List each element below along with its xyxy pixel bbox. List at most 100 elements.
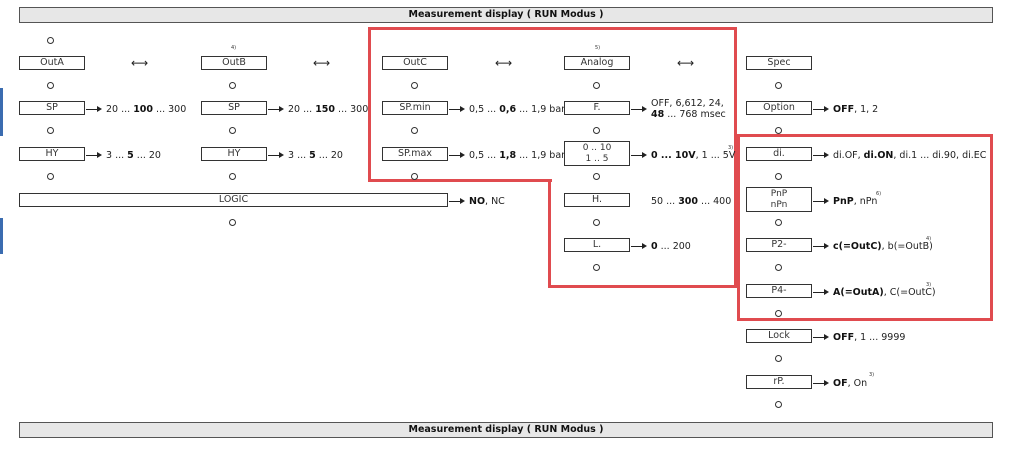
- spmax-box[interactable]: SP.max: [382, 147, 448, 161]
- arrow-icon: [449, 104, 465, 114]
- rp-values: OF, On: [833, 378, 868, 389]
- flow-node: [47, 82, 54, 89]
- outc-box[interactable]: OutC: [382, 56, 448, 70]
- h-values: 50 ... 300 ... 400: [651, 196, 732, 207]
- lock-box[interactable]: Lock: [746, 329, 812, 343]
- arrow-icon: [449, 150, 465, 160]
- footnote-mark: 4): [231, 45, 237, 51]
- option-values: OFF, 1, 2: [833, 104, 879, 115]
- left-edge-mark: [0, 218, 3, 254]
- voltage-values: 0 ... 10V, 1 ... 5V: [651, 150, 736, 161]
- flow-node: [229, 219, 236, 226]
- l-values: 0 ... 200: [651, 241, 691, 252]
- spmin-box[interactable]: SP.min: [382, 101, 448, 115]
- flow-node: [229, 127, 236, 134]
- footer-bar: Measurement display ( RUN Modus ): [19, 422, 993, 438]
- hy-range-outb: 3 ... 5 ... 20: [288, 150, 343, 161]
- footnote-mark: 5): [595, 45, 601, 51]
- highlight-frame-main: [368, 27, 737, 182]
- flow-node: [47, 127, 54, 134]
- sp-box-outb[interactable]: SP: [201, 101, 267, 115]
- arrow-icon: [813, 104, 829, 114]
- header-bar: Measurement display ( RUN Modus ): [19, 7, 993, 23]
- arrow-icon: [268, 104, 284, 114]
- rp-box[interactable]: rP.: [746, 375, 812, 389]
- p2-box[interactable]: P2-: [746, 238, 812, 252]
- arrow-icon: [813, 287, 829, 297]
- spec-box[interactable]: Spec: [746, 56, 812, 70]
- flow-node: [775, 219, 782, 226]
- arrow-icon: [268, 150, 284, 160]
- arrow-icon: [813, 378, 829, 388]
- flow-node: [775, 127, 782, 134]
- highlight-frame-spec: [737, 134, 993, 321]
- footnote-mark: 3): [728, 145, 734, 151]
- flow-node: [411, 82, 418, 89]
- double-arrow-icon: ⟷: [131, 56, 149, 70]
- f-values: OFF, 6,612, 24,48 ... 768 msec: [651, 98, 726, 120]
- flow-node: [593, 264, 600, 271]
- arrow-icon: [813, 150, 829, 160]
- flow-node: [593, 219, 600, 226]
- left-edge-mark: [0, 88, 3, 136]
- flow-node: [775, 310, 782, 317]
- arrow-icon: [86, 104, 102, 114]
- p4-values: A(=OutA), C(=OutC): [833, 287, 936, 298]
- outb-box[interactable]: OutB: [201, 56, 267, 70]
- footnote-mark: 3): [869, 372, 875, 378]
- arrow-icon: [813, 196, 829, 206]
- outa-box[interactable]: OutA: [19, 56, 85, 70]
- pnp-values: PnP, nPn: [833, 196, 878, 207]
- f-box[interactable]: F.: [564, 101, 630, 115]
- arrow-icon: [449, 196, 465, 206]
- flow-node: [229, 173, 236, 180]
- option-box[interactable]: Option: [746, 101, 812, 115]
- arrow-icon: [813, 332, 829, 342]
- spmax-range: 0,5 ... 1,8 ... 1,9 bar: [469, 150, 566, 161]
- flow-node: [775, 264, 782, 271]
- p4-box[interactable]: P4-: [746, 284, 812, 298]
- flow-node: [411, 173, 418, 180]
- double-arrow-icon: ⟷: [495, 56, 513, 70]
- flow-node: [593, 127, 600, 134]
- hy-box-outb[interactable]: HY: [201, 147, 267, 161]
- flow-node: [411, 127, 418, 134]
- footnote-mark: 6): [876, 191, 882, 197]
- flow-node: [593, 173, 600, 180]
- di-box[interactable]: di.: [746, 147, 812, 161]
- flow-node: [229, 82, 236, 89]
- spmin-range: 0,5 ... 0,6 ... 1,9 bar: [469, 104, 566, 115]
- logic-values: NO, NC: [469, 196, 505, 207]
- highlight-frame-lower: [548, 179, 737, 288]
- di-values: di.OF, di.ON, di.1 ... di.90, di.EC: [833, 150, 987, 161]
- footer-title: Measurement display ( RUN Modus ): [408, 424, 604, 435]
- footnote-mark: 4): [926, 236, 932, 242]
- sp-box-outa[interactable]: SP: [19, 101, 85, 115]
- flow-node: [775, 82, 782, 89]
- header-title: Measurement display ( RUN Modus ): [408, 9, 604, 20]
- flow-node: [47, 37, 54, 44]
- arrow-icon: [631, 104, 647, 114]
- hy-range-outa: 3 ... 5 ... 20: [106, 150, 161, 161]
- footnote-mark: 3): [926, 282, 932, 288]
- p2-values: c(=OutC), b(=OutB): [833, 241, 933, 252]
- logic-box[interactable]: LOGIC: [19, 193, 448, 207]
- flow-node: [47, 173, 54, 180]
- arrow-icon: [86, 150, 102, 160]
- sp-range-outb: 20 ... 150 ... 300: [288, 104, 369, 115]
- h-box[interactable]: H.: [564, 193, 630, 207]
- double-arrow-icon: ⟷: [677, 56, 695, 70]
- flow-node: [775, 355, 782, 362]
- lock-values: OFF, 1 ... 9999: [833, 332, 906, 343]
- flow-node: [775, 173, 782, 180]
- flow-node: [593, 82, 600, 89]
- analog-box[interactable]: Analog: [564, 56, 630, 70]
- arrow-icon: [631, 150, 647, 160]
- hy-box-outa[interactable]: HY: [19, 147, 85, 161]
- double-arrow-icon: ⟷: [313, 56, 331, 70]
- l-box[interactable]: L.: [564, 238, 630, 252]
- arrow-icon: [631, 241, 647, 251]
- arrow-icon: [813, 241, 829, 251]
